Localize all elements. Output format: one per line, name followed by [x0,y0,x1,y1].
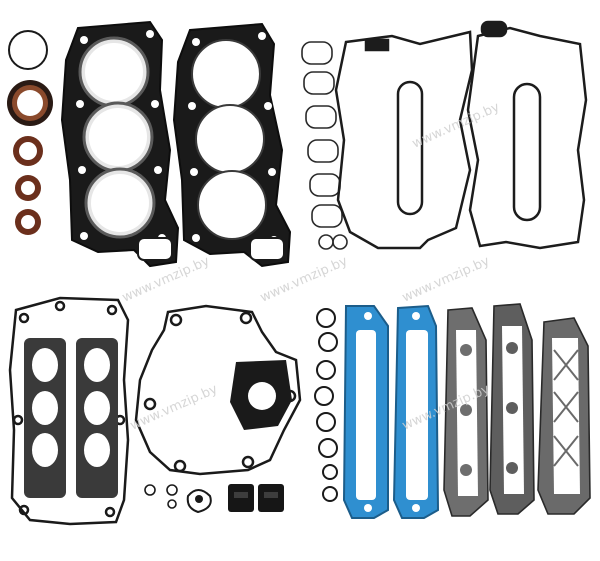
oil-seal-large [7,80,53,126]
manifold-gasket-inner-left [24,338,66,498]
gray-gasket-3 [537,317,591,515]
gray-gasket-2 [489,303,535,515]
blue-gasket-right [392,304,440,519]
oil-seal-stack [13,136,43,235]
manifold-gasket-inner-right [76,338,118,498]
head-gasket-right [172,22,292,268]
o-ring-column [314,308,338,502]
o-ring-large [8,30,48,70]
rubber-blocks [228,484,284,512]
manifold-gasket-outer [8,296,130,526]
gray-gasket-1 [443,307,489,517]
valve-cover-gasket-left [334,30,474,250]
base-gasket-insert [230,360,292,430]
head-gasket-left [60,20,180,268]
small-seals-cluster [144,484,212,514]
valve-cover-gasket-right [466,20,588,250]
blue-gasket-left [342,305,389,519]
